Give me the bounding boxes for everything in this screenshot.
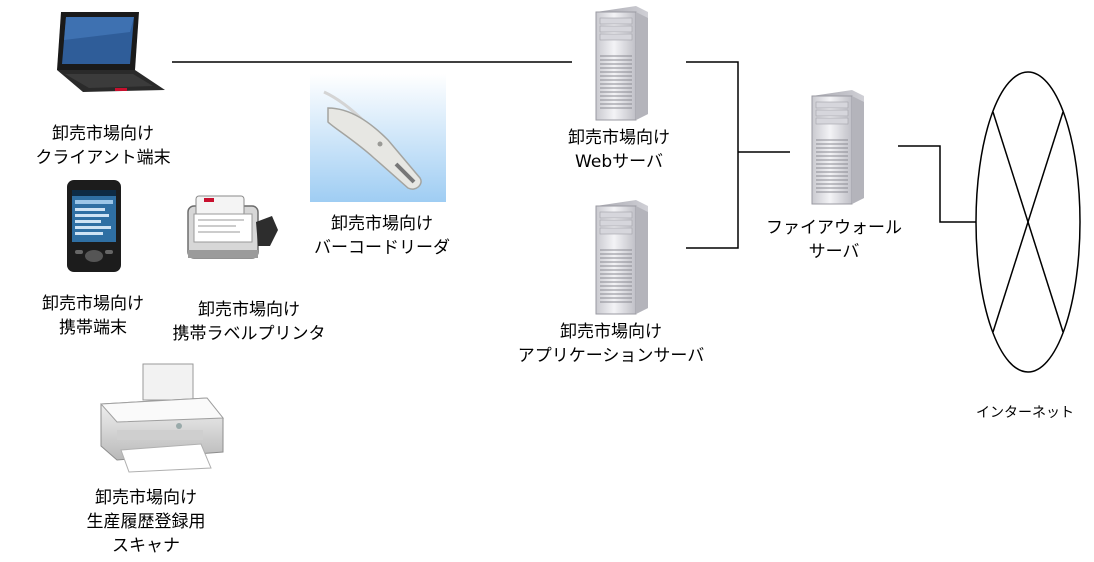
link-web-backbone <box>686 61 739 249</box>
handheld-terminal-label: 卸売市場向け 携帯端末 <box>42 294 144 338</box>
laptop-icon <box>57 12 165 92</box>
internet-label: インターネット <box>976 405 1074 421</box>
internet-icon <box>975 71 1081 373</box>
barcode-reader-label: 卸売市場向け バーコードリーダ <box>314 214 450 258</box>
printer-icon <box>99 363 225 473</box>
label-printer-icon <box>187 195 278 259</box>
firewall-server-icon <box>811 89 865 205</box>
label-printer-label: 卸売市場向け 携帯ラベルプリンタ <box>172 300 326 344</box>
pda-icon <box>67 180 121 272</box>
web-server-label: 卸売市場向け Webサーバ <box>568 128 670 172</box>
connection-lines <box>172 61 976 249</box>
app-server-label: 卸売市場向け アプリケーションサーバ <box>517 322 705 366</box>
firewall-server-label: ファイアウォール サーバ <box>766 218 902 262</box>
app-server-icon <box>595 199 649 315</box>
scanner-label: 卸売市場向け 生産履歴登録用 スキャナ <box>86 488 206 556</box>
web-server-icon <box>595 5 649 121</box>
barcode-reader-icon <box>310 74 446 202</box>
client-terminal-label: 卸売市場向け クライアント端末 <box>35 124 171 168</box>
link-firewall-internet <box>898 145 976 223</box>
